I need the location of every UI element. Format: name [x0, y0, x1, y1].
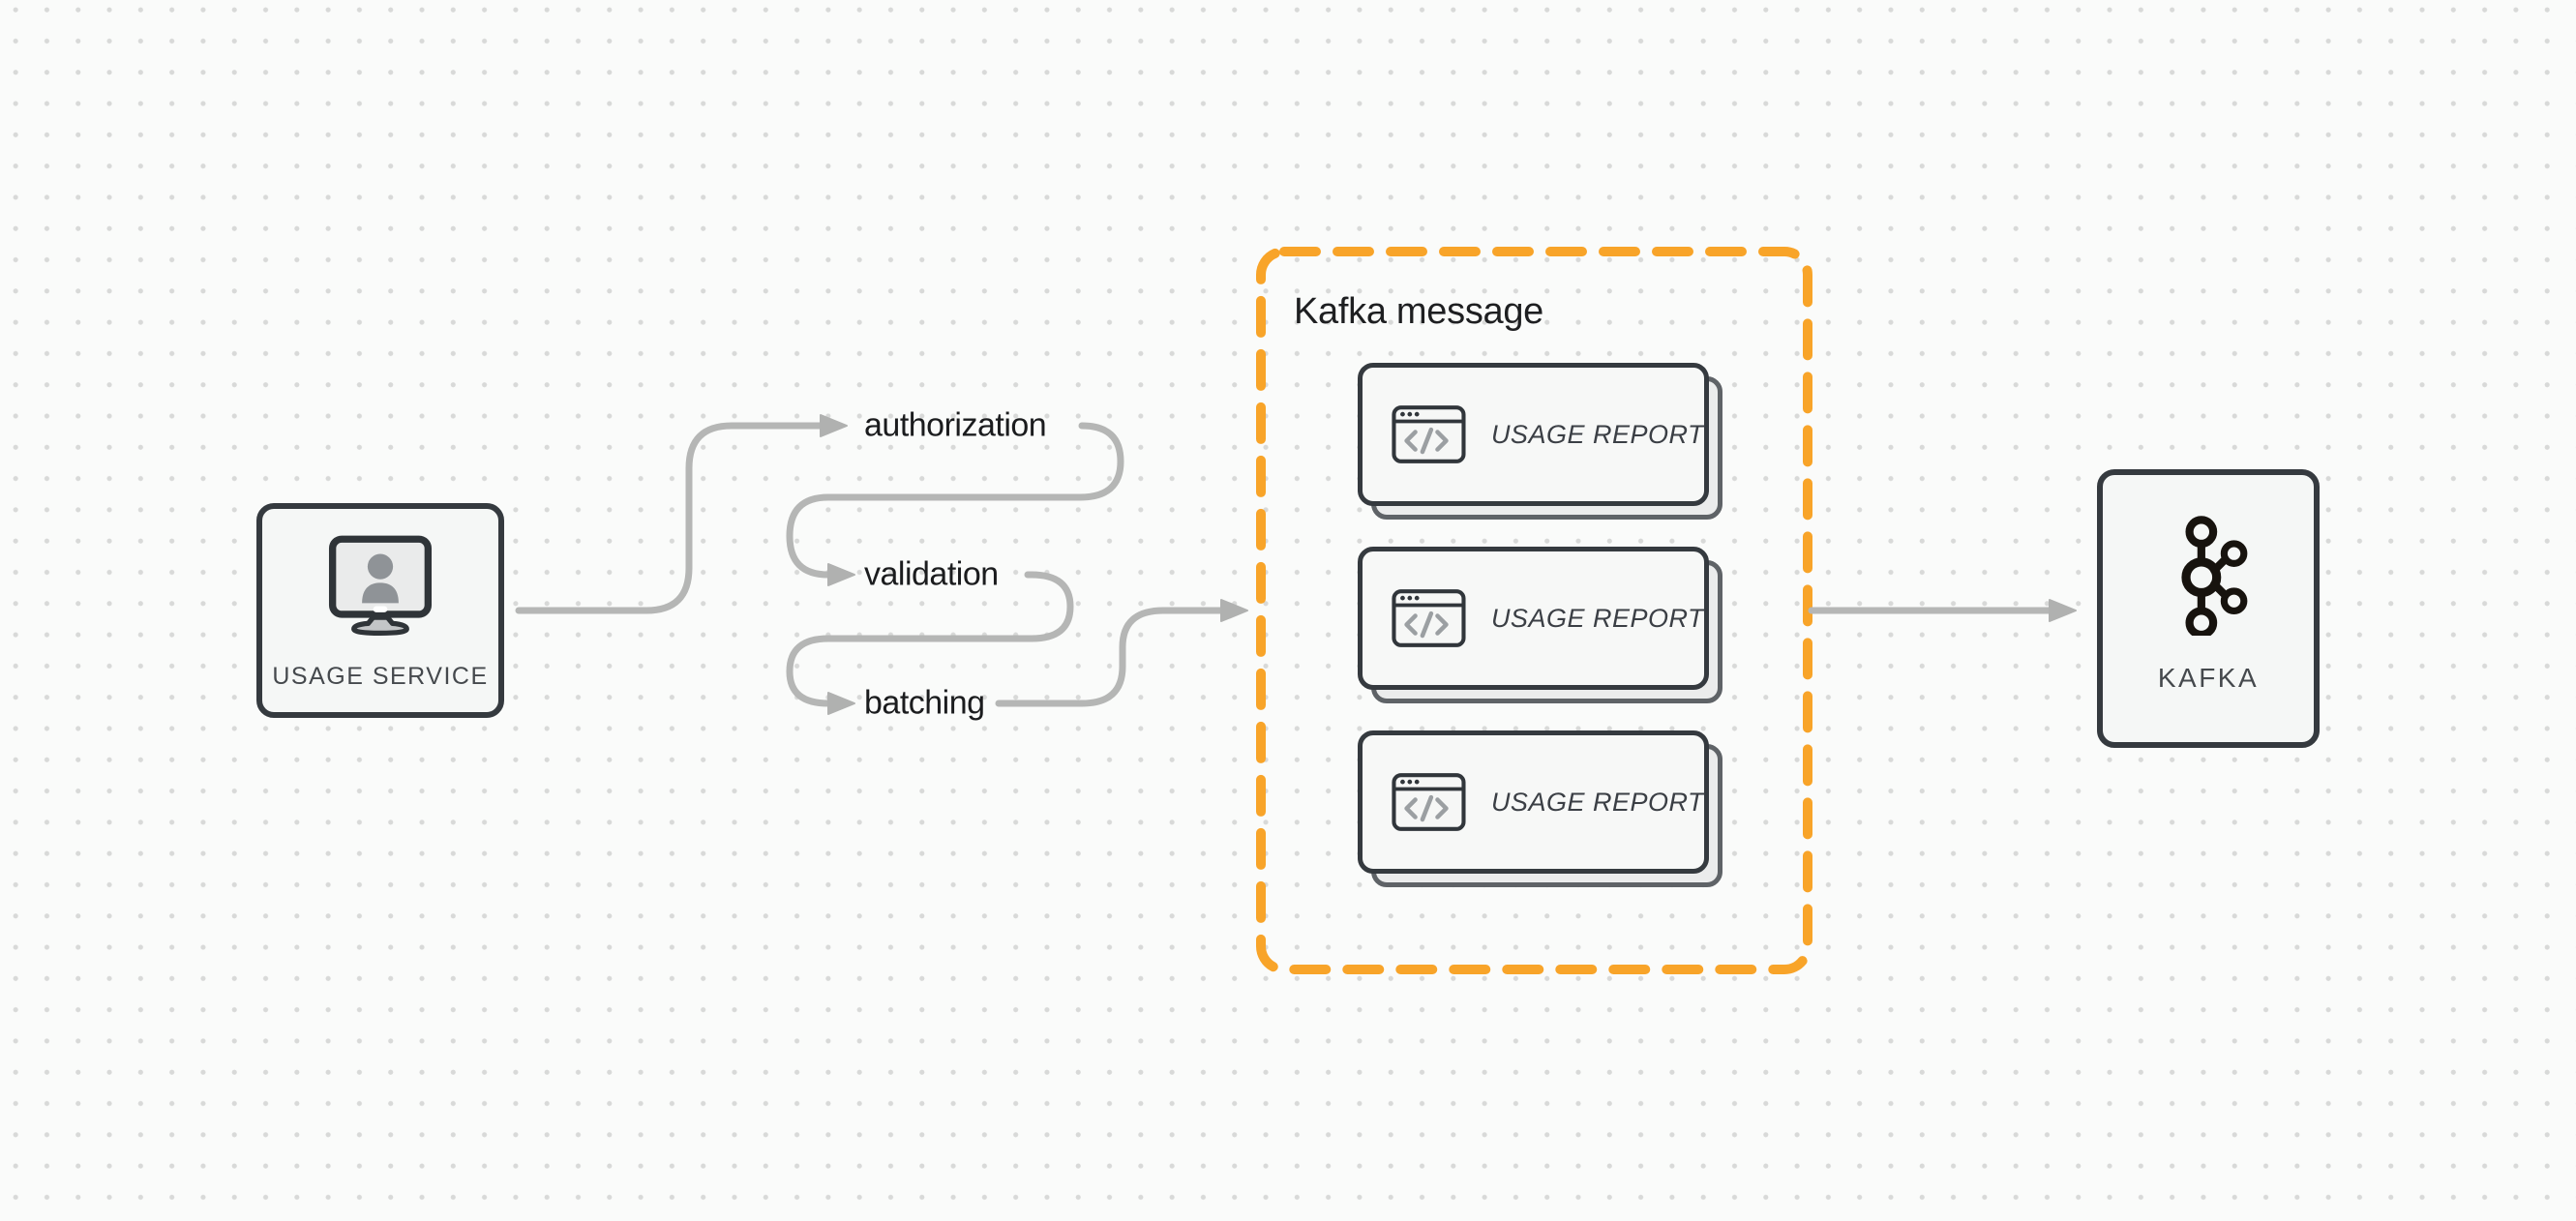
- kafka-label: KAFKA: [2157, 663, 2260, 693]
- usage-service-label: USAGE SERVICE: [272, 663, 489, 690]
- usage-report-card: USAGE REPORT: [1358, 547, 1722, 703]
- connector-validation-to-batching: [786, 571, 1074, 715]
- flow-step-authorization: authorization: [864, 406, 1047, 444]
- kafka-message-group-outline: [1256, 247, 1812, 974]
- usage-report-card: USAGE REPORT: [1358, 730, 1722, 887]
- kafka-message-group-title: Kafka message: [1294, 291, 1544, 332]
- connector-authorization-to-validation: [786, 422, 1124, 586]
- flow-step-validation: validation: [864, 555, 999, 593]
- code-window-icon: [1392, 405, 1466, 463]
- connector-batching-to-group: [995, 599, 1248, 707]
- connector-usage-to-authorization: [515, 414, 848, 614]
- code-window-icon: [1392, 773, 1466, 831]
- usage-service-node: USAGE SERVICE: [256, 503, 504, 718]
- usage-report-label: USAGE REPORT: [1490, 419, 1704, 449]
- flow-step-batching: batching: [864, 684, 985, 722]
- kafka-node: KAFKA: [2097, 469, 2320, 748]
- code-window-icon: [1392, 589, 1466, 647]
- kafka-icon: [2181, 516, 2248, 636]
- usage-report-label: USAGE REPORT: [1490, 787, 1704, 817]
- usage-report-card: USAGE REPORT: [1358, 363, 1722, 520]
- usage-report-label: USAGE REPORT: [1490, 603, 1704, 633]
- user-monitor-icon: [328, 535, 433, 636]
